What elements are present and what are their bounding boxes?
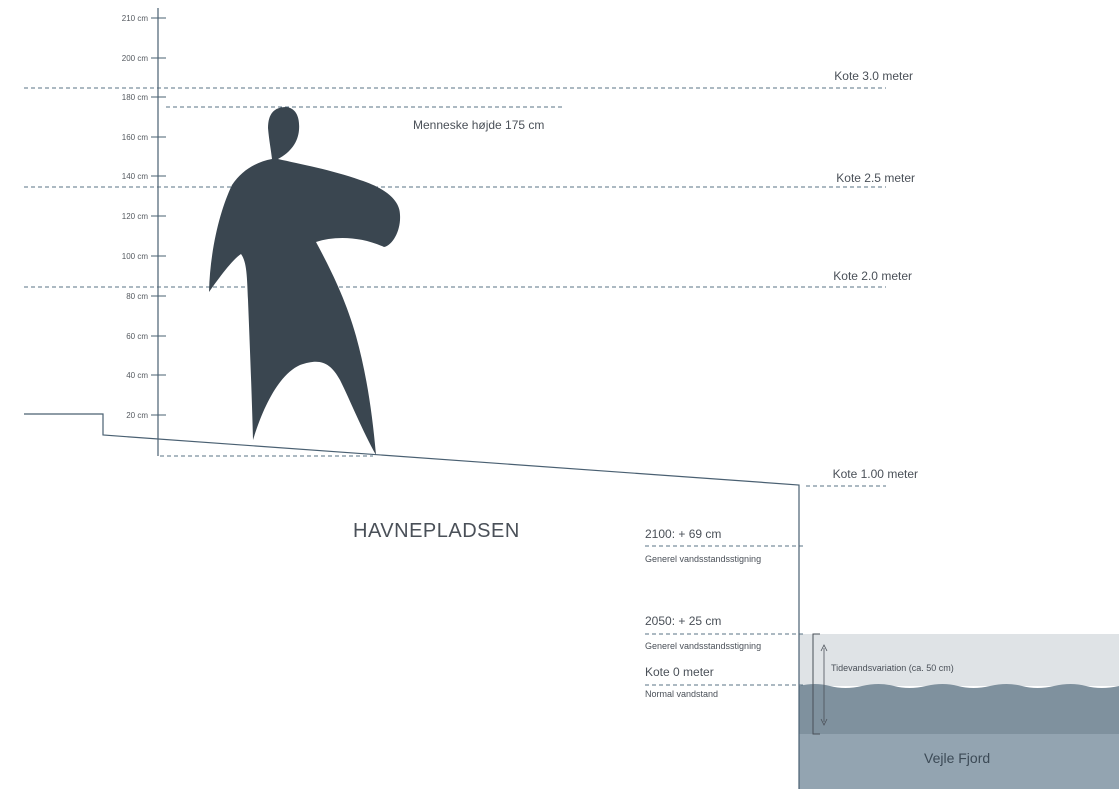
tick-label: 120 cm — [122, 212, 149, 221]
kote-20-label: Kote 2.0 meter — [833, 269, 912, 283]
human-height-label: Menneske højde 175 cm — [413, 118, 544, 132]
tick-label: 210 cm — [122, 14, 149, 23]
tick-labels: 210 cm 200 cm 180 cm 160 cm 140 cm 120 c… — [122, 14, 149, 420]
kote-30-label: Kote 3.0 meter — [834, 69, 913, 83]
fjord-deep — [799, 734, 1119, 789]
tick-marks — [151, 17, 166, 416]
tick-label: 180 cm — [122, 93, 149, 102]
water-body — [799, 634, 1119, 789]
height-scale: 210 cm 200 cm 180 cm 160 cm 140 cm 120 c… — [122, 8, 166, 456]
tide-label: Tidevandsvariation (ca. 50 cm) — [831, 663, 954, 673]
tick-label: 80 cm — [126, 292, 148, 301]
tick-label: 200 cm — [122, 54, 149, 63]
tick-label: 60 cm — [126, 332, 148, 341]
tide-zone — [799, 634, 1119, 686]
tick-label: 100 cm — [122, 252, 149, 261]
scenario-2050-subtitle: Generel vandsstandsstigning — [645, 641, 761, 651]
tick-label: 40 cm — [126, 371, 148, 380]
tide-indicator — [812, 633, 828, 735]
area-label: HAVNEPLADSEN — [353, 520, 520, 542]
tide-arrow-up-icon — [820, 644, 828, 652]
scenario-2050-title: 2050: + 25 cm — [645, 614, 721, 628]
fjord-label: Vejle Fjord — [924, 750, 990, 766]
tick-label: 20 cm — [126, 411, 148, 420]
human-silhouette — [209, 107, 401, 455]
water-surface — [799, 684, 1119, 734]
kote-0-label: Kote 0 meter — [645, 665, 714, 679]
kote-100-label: Kote 1.00 meter — [833, 467, 918, 481]
scenario-2100-title: 2100: + 69 cm — [645, 527, 721, 541]
tide-bracket — [812, 633, 820, 735]
normal-level-label: Normal vandstand — [645, 689, 718, 699]
tick-label: 140 cm — [122, 172, 149, 181]
tide-arrow-down-icon — [820, 718, 828, 726]
scenario-2100-subtitle: Generel vandsstandsstigning — [645, 554, 761, 564]
ground-profile — [24, 413, 800, 789]
tick-label: 160 cm — [122, 133, 149, 142]
kote-25-label: Kote 2.5 meter — [836, 171, 915, 185]
